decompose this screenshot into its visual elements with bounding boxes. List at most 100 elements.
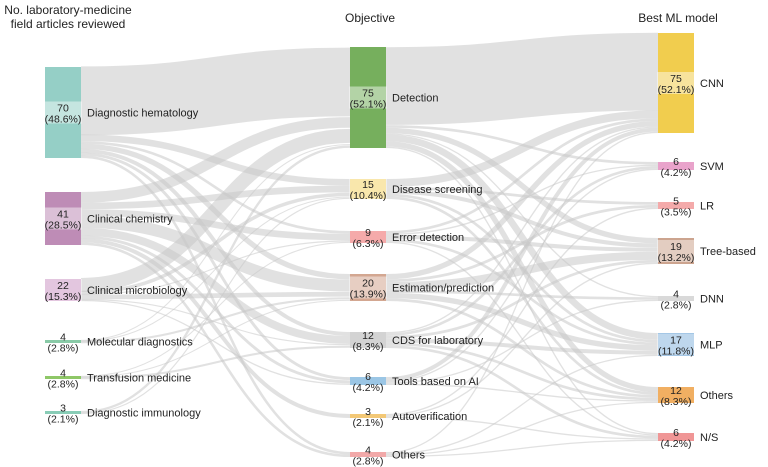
node-hematology: 70(48.6%)Diagnostic hematology — [44, 67, 199, 158]
node-bar — [45, 279, 81, 301]
node-label: MLP — [700, 340, 723, 352]
node-count: 4 — [673, 289, 679, 301]
flow-link — [385, 439, 659, 458]
middle-header: Objective — [345, 11, 395, 25]
node-autoverification: 3(2.1%)Autoverification — [350, 406, 467, 429]
node-dnn: 4(2.8%)DNN — [658, 289, 724, 312]
node-count: 4 — [60, 332, 66, 344]
node-label: Diagnostic immunology — [87, 408, 201, 420]
node-count: 75 — [362, 88, 374, 100]
node-label: Others — [700, 390, 734, 402]
node-bar — [350, 231, 386, 243]
node-tree: 19(13.2%)Tree-based — [657, 238, 756, 264]
node-percent: (13.9%) — [350, 289, 387, 301]
value-backdrop — [349, 178, 387, 200]
flow-link — [385, 165, 659, 337]
node-label: CDS for laboratory — [392, 335, 484, 347]
node-percent: (2.1%) — [353, 417, 384, 429]
node-percent: (8.3%) — [353, 341, 384, 353]
flow-link — [385, 32, 659, 125]
node-chemistry: 41(28.5%)Clinical chemistry — [44, 192, 173, 245]
node-microbiology: 22(15.3%)Clinical microbiology — [44, 279, 188, 303]
value-backdrop — [349, 86, 387, 109]
flow-link — [80, 298, 351, 346]
flow-link — [385, 207, 659, 416]
flow-link — [385, 196, 659, 396]
node-lr: 5(3.5%)LR — [658, 196, 714, 219]
node-bar — [658, 33, 694, 133]
value-backdrop — [349, 276, 387, 299]
node-label: Diagnostic hematology — [87, 108, 199, 120]
node-percent: (4.2%) — [661, 167, 692, 179]
flow-link — [385, 118, 659, 234]
value-backdrop — [44, 207, 82, 230]
node-bar — [350, 47, 386, 148]
flow-link — [80, 145, 351, 414]
node-bar — [350, 452, 386, 457]
node-count: 6 — [673, 156, 679, 168]
node-bar — [45, 376, 81, 379]
node-bar — [350, 332, 386, 348]
node-percent: (52.1%) — [350, 99, 387, 111]
node-label: Transfusion medicine — [87, 373, 191, 385]
flow-link — [385, 146, 659, 435]
flow-link — [385, 110, 659, 187]
node-count: 6 — [365, 371, 371, 383]
flow-link — [80, 345, 351, 380]
node-bar — [350, 414, 386, 418]
node-percent: (28.5%) — [45, 220, 82, 232]
node-bar — [658, 162, 694, 170]
node-count: 4 — [365, 445, 371, 457]
column-headers: No. laboratory-medicine field articles r… — [4, 3, 717, 31]
node-error: 9(6.3%) Error detection — [350, 227, 464, 250]
flow-link — [80, 185, 351, 210]
flow-link — [385, 292, 659, 351]
node-count: 75 — [670, 73, 682, 85]
node-count: 70 — [57, 103, 69, 115]
node-mlp: 17(11.8%)MLP — [657, 333, 723, 358]
value-backdrop — [657, 333, 695, 356]
node-count: 22 — [57, 280, 69, 292]
node-percent: (6.3%) — [353, 238, 384, 250]
node-label: Clinical microbiology — [87, 285, 188, 297]
flow-link — [80, 148, 351, 336]
node-label: Disease screening — [392, 184, 483, 196]
node-label: Error detection — [392, 232, 464, 244]
node-bar — [658, 238, 694, 264]
node-label: Detection — [392, 93, 438, 105]
value-backdrop — [657, 72, 695, 94]
node-count: 12 — [670, 385, 682, 397]
node-label: Estimation/prediction — [392, 283, 494, 295]
flow-nodes: 70(48.6%)Diagnostic hematology41(28.5%)C… — [44, 33, 756, 467]
flow-link — [80, 47, 351, 136]
flow-link — [385, 241, 659, 436]
flow-link — [80, 227, 351, 344]
node-count: 9 — [365, 227, 371, 239]
node-label: Molecular diagnostics — [87, 337, 193, 349]
node-percent: (13.2%) — [658, 252, 695, 264]
node-label: CNN — [700, 78, 724, 90]
node-label: Clinical chemistry — [87, 214, 173, 226]
node-percent: (2.8%) — [48, 379, 79, 391]
node-tools: 6(4.2%)Tools based on AI — [350, 371, 479, 394]
node-count: 12 — [362, 330, 374, 342]
node-count: 4 — [60, 368, 66, 380]
node-count: 5 — [673, 196, 679, 208]
value-backdrop — [44, 101, 82, 124]
node-bar — [350, 377, 386, 385]
flow-link — [80, 209, 351, 241]
flow-link — [385, 127, 659, 381]
node-screening: 15(10.4%)Disease screening — [349, 178, 483, 202]
node-bar — [350, 274, 386, 301]
flow-link — [385, 345, 659, 439]
node-ns: 6(4.2%)N/S — [658, 427, 718, 450]
node-percent: (8.3%) — [661, 396, 692, 408]
node-count: 3 — [60, 403, 66, 415]
flow-link — [80, 152, 351, 381]
flow-link — [385, 125, 659, 165]
node-transfusion: 4(2.8%) Transfusion medicine — [45, 368, 191, 391]
flow-link — [80, 297, 351, 344]
node-bar — [658, 387, 694, 403]
